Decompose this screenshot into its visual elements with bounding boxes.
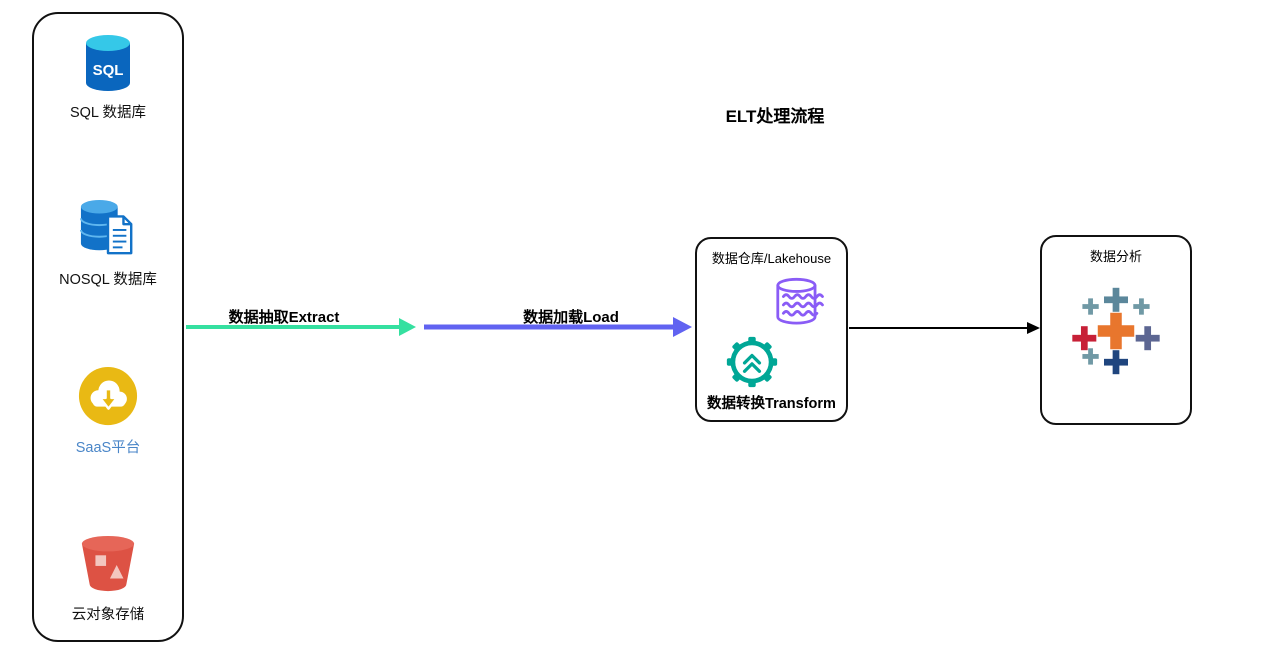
warehouse-to-analysis-arrow (849, 322, 1040, 334)
data-sources-panel: SQL SQL 数据库 NOSQL 数据库 (32, 12, 184, 642)
warehouse-panel: 数据仓库/Lakehouse (695, 237, 848, 422)
analysis-panel: 数据分析 (1040, 235, 1192, 425)
extract-arrow (186, 318, 416, 336)
cloud-storage-bucket-icon (81, 535, 135, 592)
source-item-saas: SaaS平台 (76, 365, 140, 457)
analysis-panel-title: 数据分析 (1089, 249, 1142, 264)
transform-gear-icon (726, 336, 778, 388)
source-label-sql: SQL 数据库 (69, 105, 146, 121)
lakehouse-database-icon (776, 277, 824, 325)
load-arrow (424, 317, 692, 337)
load-arrow-label: 数据加载Load (523, 309, 619, 326)
source-item-nosql: NOSQL 数据库 (59, 199, 157, 289)
warehouse-panel-title: 数据仓库/Lakehouse (711, 251, 832, 266)
transform-label: 数据转换Transform (707, 396, 836, 412)
source-item-sql: SQL SQL 数据库 (70, 34, 146, 122)
sql-icon-text: SQL (93, 62, 124, 79)
sql-database-icon: SQL (85, 35, 130, 91)
diagram-title: ELT处理流程 (725, 107, 825, 126)
source-label-saas: SaaS平台 (75, 440, 141, 457)
source-label-cloud-storage: 云对象存储 (71, 606, 145, 623)
saas-cloud-icon (78, 367, 138, 426)
nosql-database-icon (79, 199, 133, 255)
tableau-logo-icon (1072, 287, 1160, 375)
source-label-nosql: NOSQL 数据库 (59, 271, 157, 288)
extract-arrow-label: 数据抽取Extract (228, 309, 340, 326)
source-item-cloud-storage: 云对象存储 (71, 534, 145, 624)
